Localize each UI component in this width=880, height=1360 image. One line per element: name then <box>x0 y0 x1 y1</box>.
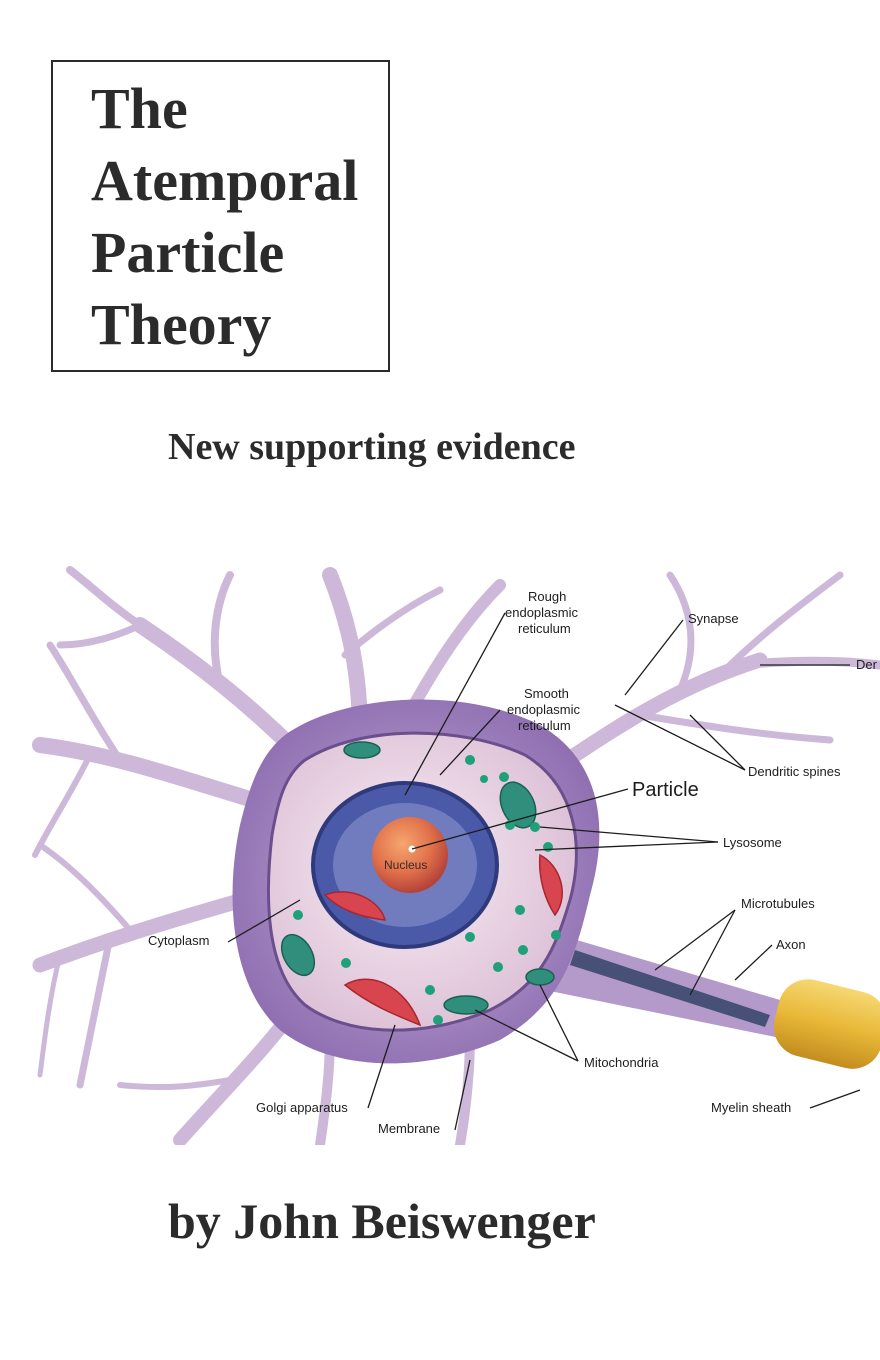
label-dendrite: Der <box>856 657 878 672</box>
title-line-4: Theory <box>91 292 272 357</box>
label-myelin-sheath: Myelin sheath <box>711 1100 791 1115</box>
vesicles <box>293 755 561 1025</box>
title-box: The Atemporal Particle Theory <box>51 60 390 372</box>
leader-lines <box>227 612 861 1131</box>
author-line: by John Beiswenger <box>168 1193 596 1249</box>
label-mitochondria: Mitochondria <box>584 1055 659 1070</box>
title-line-2: Atemporal <box>91 148 359 213</box>
title-line-3: Particle <box>91 220 285 285</box>
label-axon: Axon <box>776 937 806 952</box>
label-smooth-er-1: Smooth <box>524 686 569 701</box>
label-rough-er-2: endoplasmic <box>505 605 578 620</box>
label-membrane: Membrane <box>378 1121 440 1136</box>
label-rough-er-3: reticulum <box>518 621 571 636</box>
microtubules-shape <box>570 950 770 1027</box>
myelin-sheath-shape <box>773 979 880 1069</box>
label-smooth-er-2: endoplasmic <box>507 702 580 717</box>
mitochondria-shapes <box>280 741 555 1015</box>
golgi-shapes <box>323 853 563 1027</box>
neuron-illustration: Rough endoplasmic reticulum Smooth endop… <box>0 565 880 1145</box>
label-rough-er-1: Rough <box>528 589 566 604</box>
nucleus-shape <box>372 817 448 893</box>
title-line-1: The <box>91 76 188 141</box>
label-nucleus: Nucleus <box>384 858 427 872</box>
label-lysosome: Lysosome <box>723 835 782 850</box>
label-dendritic-spines: Dendritic spines <box>748 764 841 779</box>
label-synapse: Synapse <box>688 611 739 626</box>
subtitle: New supporting evidence <box>168 426 576 468</box>
dendrites <box>32 566 880 1145</box>
label-golgi-apparatus: Golgi apparatus <box>256 1100 348 1115</box>
label-particle: Particle <box>632 779 699 801</box>
label-microtubules: Microtubules <box>741 896 815 911</box>
label-smooth-er-3: reticulum <box>518 718 571 733</box>
label-cytoplasm: Cytoplasm <box>148 933 209 948</box>
